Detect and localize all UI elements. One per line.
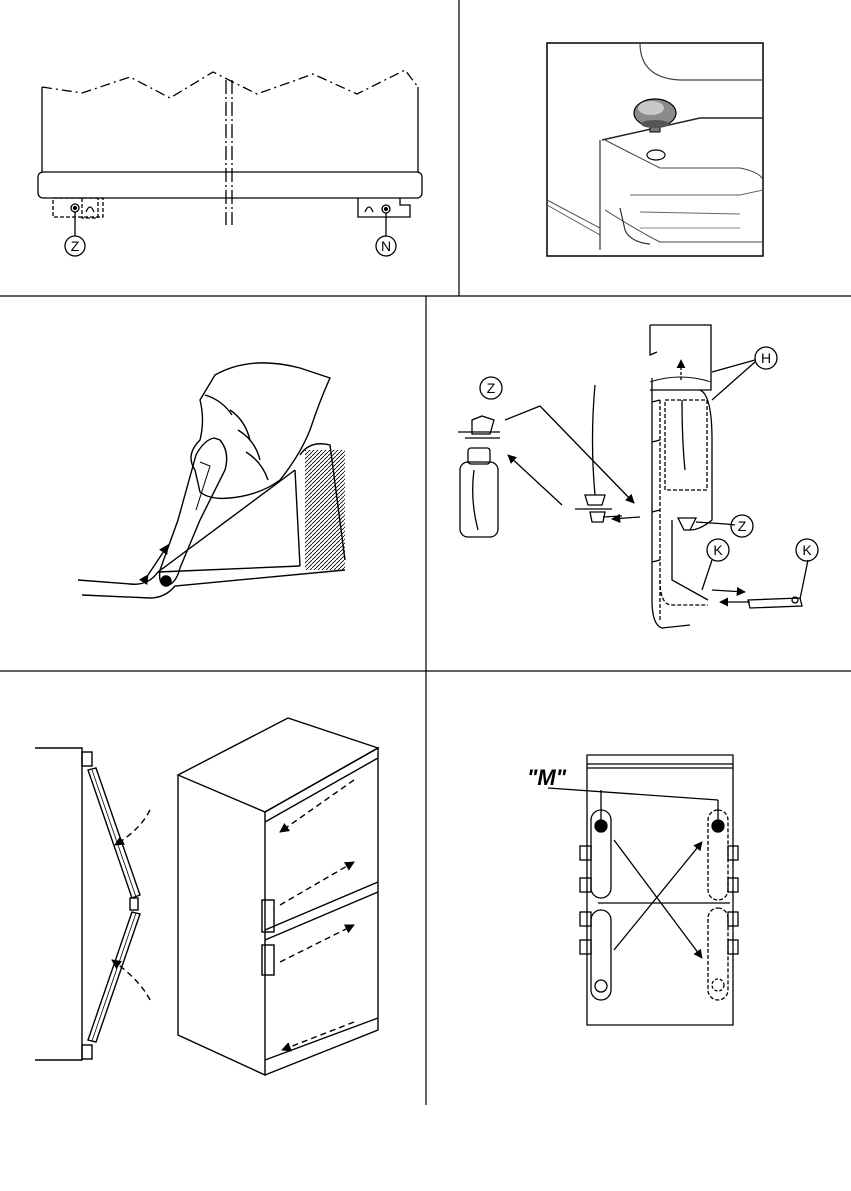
fridge-side [178, 775, 265, 1075]
panel-door-reversal [35, 718, 378, 1075]
label-k-left: K [713, 542, 723, 558]
label-z-top: Z [487, 380, 496, 396]
panel-base-feet [38, 70, 422, 256]
fridge-front [265, 748, 378, 1075]
label-n: N [381, 238, 391, 254]
panel-hand-tool [78, 363, 345, 598]
label-z: Z [71, 238, 80, 254]
panel-hinge-swap [548, 755, 738, 1025]
broken-top-line [42, 70, 418, 98]
hinge-bottom-right [708, 908, 728, 1000]
hole [647, 150, 665, 160]
plinth [38, 172, 422, 198]
label-h: H [761, 350, 771, 366]
panel-valve-assembly [458, 325, 818, 628]
hinge-bottom-left [591, 910, 611, 1000]
label-m: "M" [527, 765, 567, 790]
label-z-right: Z [738, 518, 747, 534]
bracket-n [358, 198, 410, 217]
label-k-right: K [802, 542, 812, 558]
bottle-body [460, 462, 498, 537]
motion-arrow [148, 545, 168, 575]
panel-knob-photo [547, 43, 763, 256]
foot-z [53, 198, 103, 217]
